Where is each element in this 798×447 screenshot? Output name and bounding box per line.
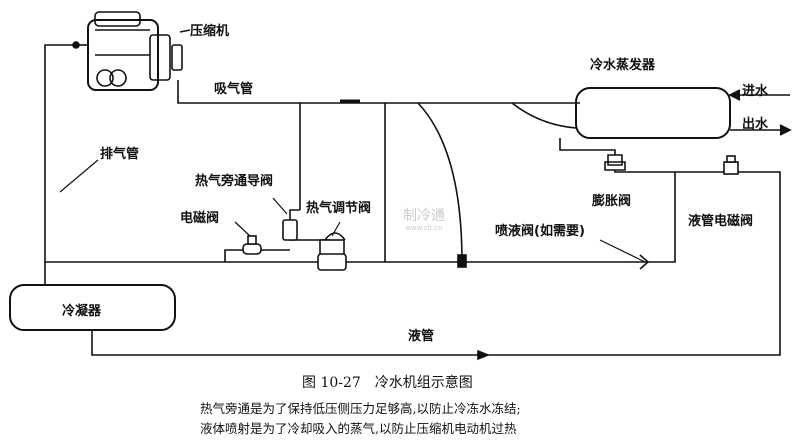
watermark-name: 制冷通 <box>403 208 445 224</box>
discharge-line-label: 排气管 <box>100 147 140 162</box>
evaporator-label: 冷水蒸发器 <box>590 58 656 73</box>
caption-line-2: 液体喷射是为了冷却吸入的蒸气,以防止压缩机电动机过热 <box>200 421 517 436</box>
liquid-solenoid-valve-label: 液管电磁阀 <box>688 214 754 229</box>
hot-gas-regulator <box>317 232 347 271</box>
hot-gas-bypass-pilot-label: 热气旁通导阀 <box>195 174 274 189</box>
discharge-line <box>44 44 73 285</box>
hot-gas-regulator-label: 热气调节阀 <box>306 201 372 216</box>
condenser <box>9 284 176 331</box>
discharge-leader <box>59 159 99 193</box>
watermark-url: www.zlt.cn <box>405 224 443 232</box>
expansion-valve-label: 膨胀阀 <box>592 194 632 209</box>
liquid-solenoid-valve <box>723 155 739 175</box>
liquid-injection-line <box>417 102 463 263</box>
water-out-label: 出水 <box>742 117 769 132</box>
condenser-label: 冷凝器 <box>62 304 102 319</box>
compressor-label: 压缩机 <box>190 24 230 39</box>
liquid-line-label: 液管 <box>408 329 435 344</box>
caption-line-1: 热气旁通是为了保持低压侧压力足够高,以防止冷冻水冻结; <box>200 401 521 416</box>
suction-line <box>177 80 580 104</box>
evaporator <box>575 87 731 139</box>
solenoid-valve <box>242 235 262 255</box>
compressor-leader <box>179 29 191 33</box>
water-in-label: 进水 <box>742 84 769 99</box>
solenoid-valve-label: 电磁阀 <box>180 211 220 226</box>
liquid-line <box>91 138 781 356</box>
figure-title: 图 10-27 冷水机组示意图 <box>302 375 473 391</box>
bypass-pilot-valve <box>282 219 298 241</box>
liquid-injection-valve-label: 喷液阀(如需要) <box>495 224 585 239</box>
hot-gas-line <box>45 172 676 263</box>
compressor <box>72 11 183 91</box>
expansion-valve <box>604 154 626 171</box>
suction-line-label: 吸气管 <box>214 82 254 97</box>
